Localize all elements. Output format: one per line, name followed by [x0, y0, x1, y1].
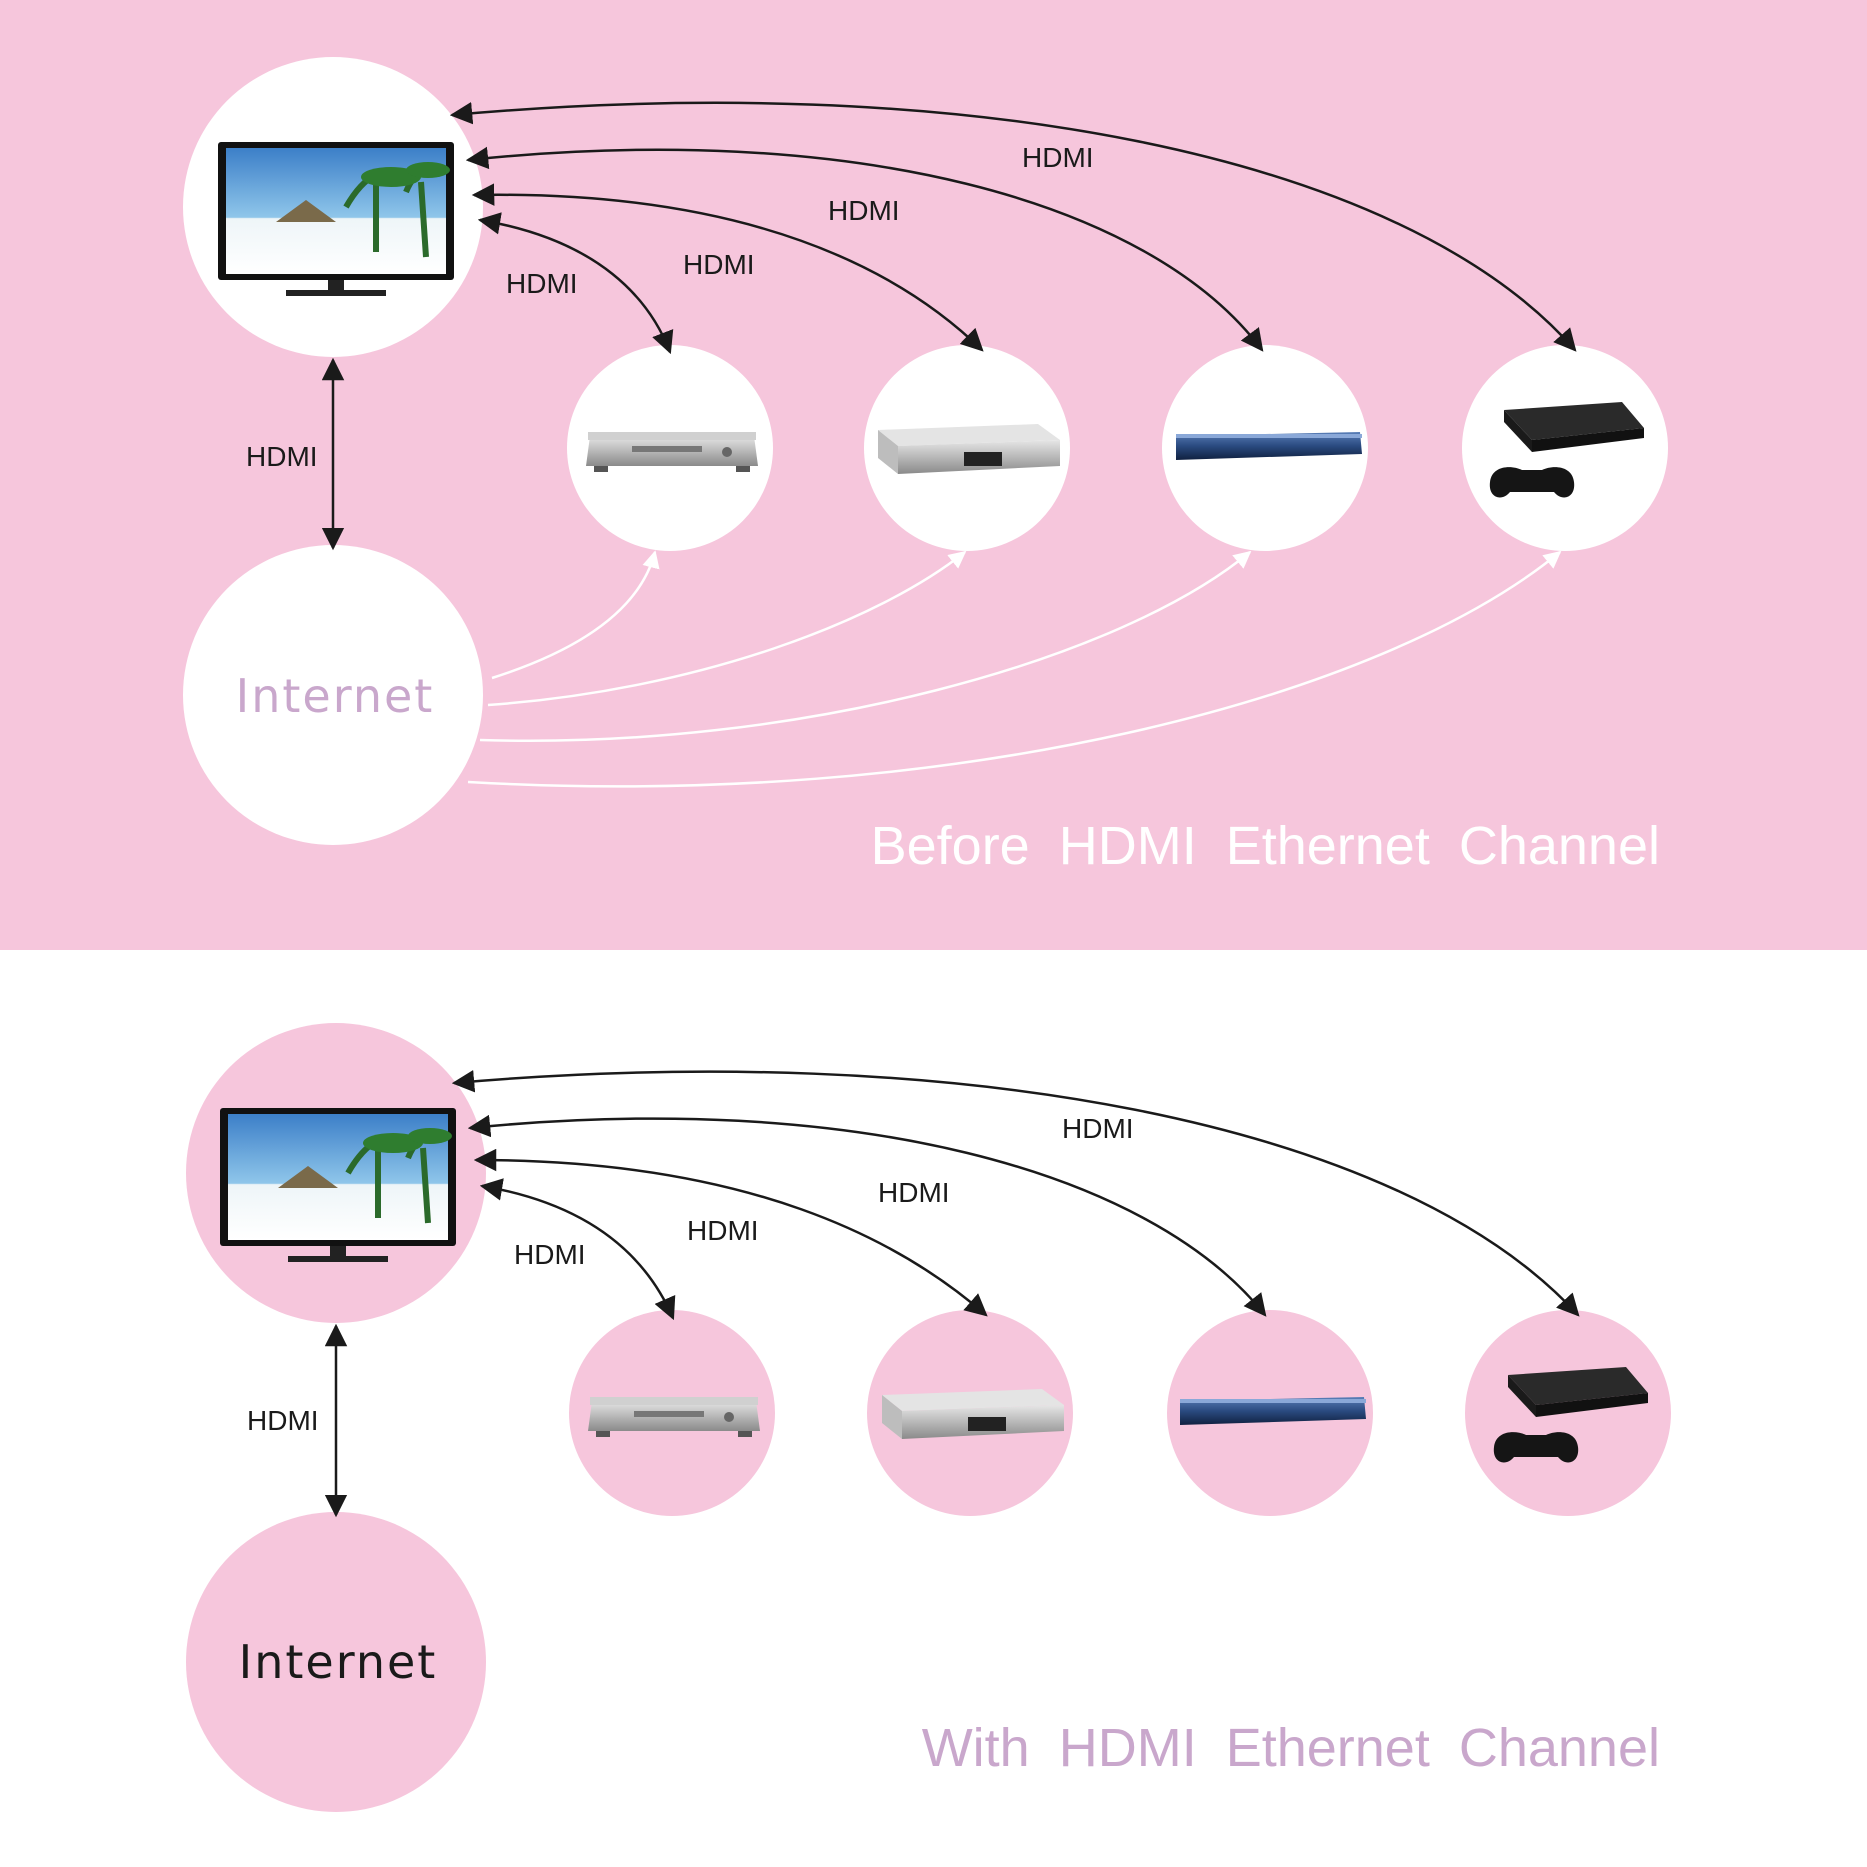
hdmi-label-console-with: HDMI	[1062, 1113, 1134, 1144]
hdmi-label-console-before: HDMI	[1022, 142, 1094, 173]
tv-icon	[218, 142, 454, 296]
hdmi-label-dvd-before: HDMI	[506, 268, 578, 299]
dvd-player-icon	[586, 432, 758, 472]
white-arrow-console-before	[467, 550, 1562, 788]
hdmi-label-bluray-with: HDMI	[878, 1177, 950, 1208]
hdmi-label-stb-with: HDMI	[687, 1215, 759, 1246]
console-node-before	[1462, 345, 1668, 551]
hdmi-label-internet-with: HDMI	[247, 1405, 319, 1436]
arrow-tv-dvd-with	[479, 1178, 676, 1321]
arrow-tv-console-with	[451, 1070, 1580, 1317]
arrow-tv-bluray-before	[465, 146, 1264, 352]
white-arrow-dvd-before	[491, 550, 660, 680]
arrow-tv-bluray-with	[467, 1114, 1267, 1317]
arrow-tv-console-before	[449, 101, 1577, 352]
hdmi-label-stb-before: HDMI	[683, 249, 755, 280]
arrow-tv-dvd-before	[477, 212, 674, 355]
white-arrow-bluray-before	[479, 550, 1252, 742]
hdmi-label-internet-before: HDMI	[246, 441, 318, 472]
arrow-tv-stb-before	[471, 183, 984, 352]
internet-node-before	[183, 545, 483, 845]
tv-icon	[220, 1108, 456, 1262]
set-top-box-icon	[882, 1389, 1064, 1439]
internet-label-with: Internet	[239, 1635, 438, 1689]
white-arrow-stb-before	[487, 550, 967, 707]
internet-node-with	[186, 1512, 486, 1812]
hdmi-label-bluray-before: HDMI	[828, 195, 900, 226]
set-top-box-icon	[878, 424, 1060, 474]
arrow-tv-stb-with	[473, 1148, 988, 1317]
internet-label-before: Internet	[236, 669, 435, 723]
caption-before: Before HDMI Ethernet Channel	[871, 816, 1660, 876]
caption-with: With HDMI Ethernet Channel	[922, 1718, 1660, 1778]
with-diagram: HDMI HDMI HDMI HDMI HDMI Internet With H…	[186, 1023, 1671, 1812]
hdmi-label-dvd-with: HDMI	[514, 1239, 586, 1270]
dvd-player-icon	[588, 1397, 760, 1437]
before-diagram: HDMI HDMI HDMI HDMI HDMI Internet Before…	[183, 57, 1668, 876]
